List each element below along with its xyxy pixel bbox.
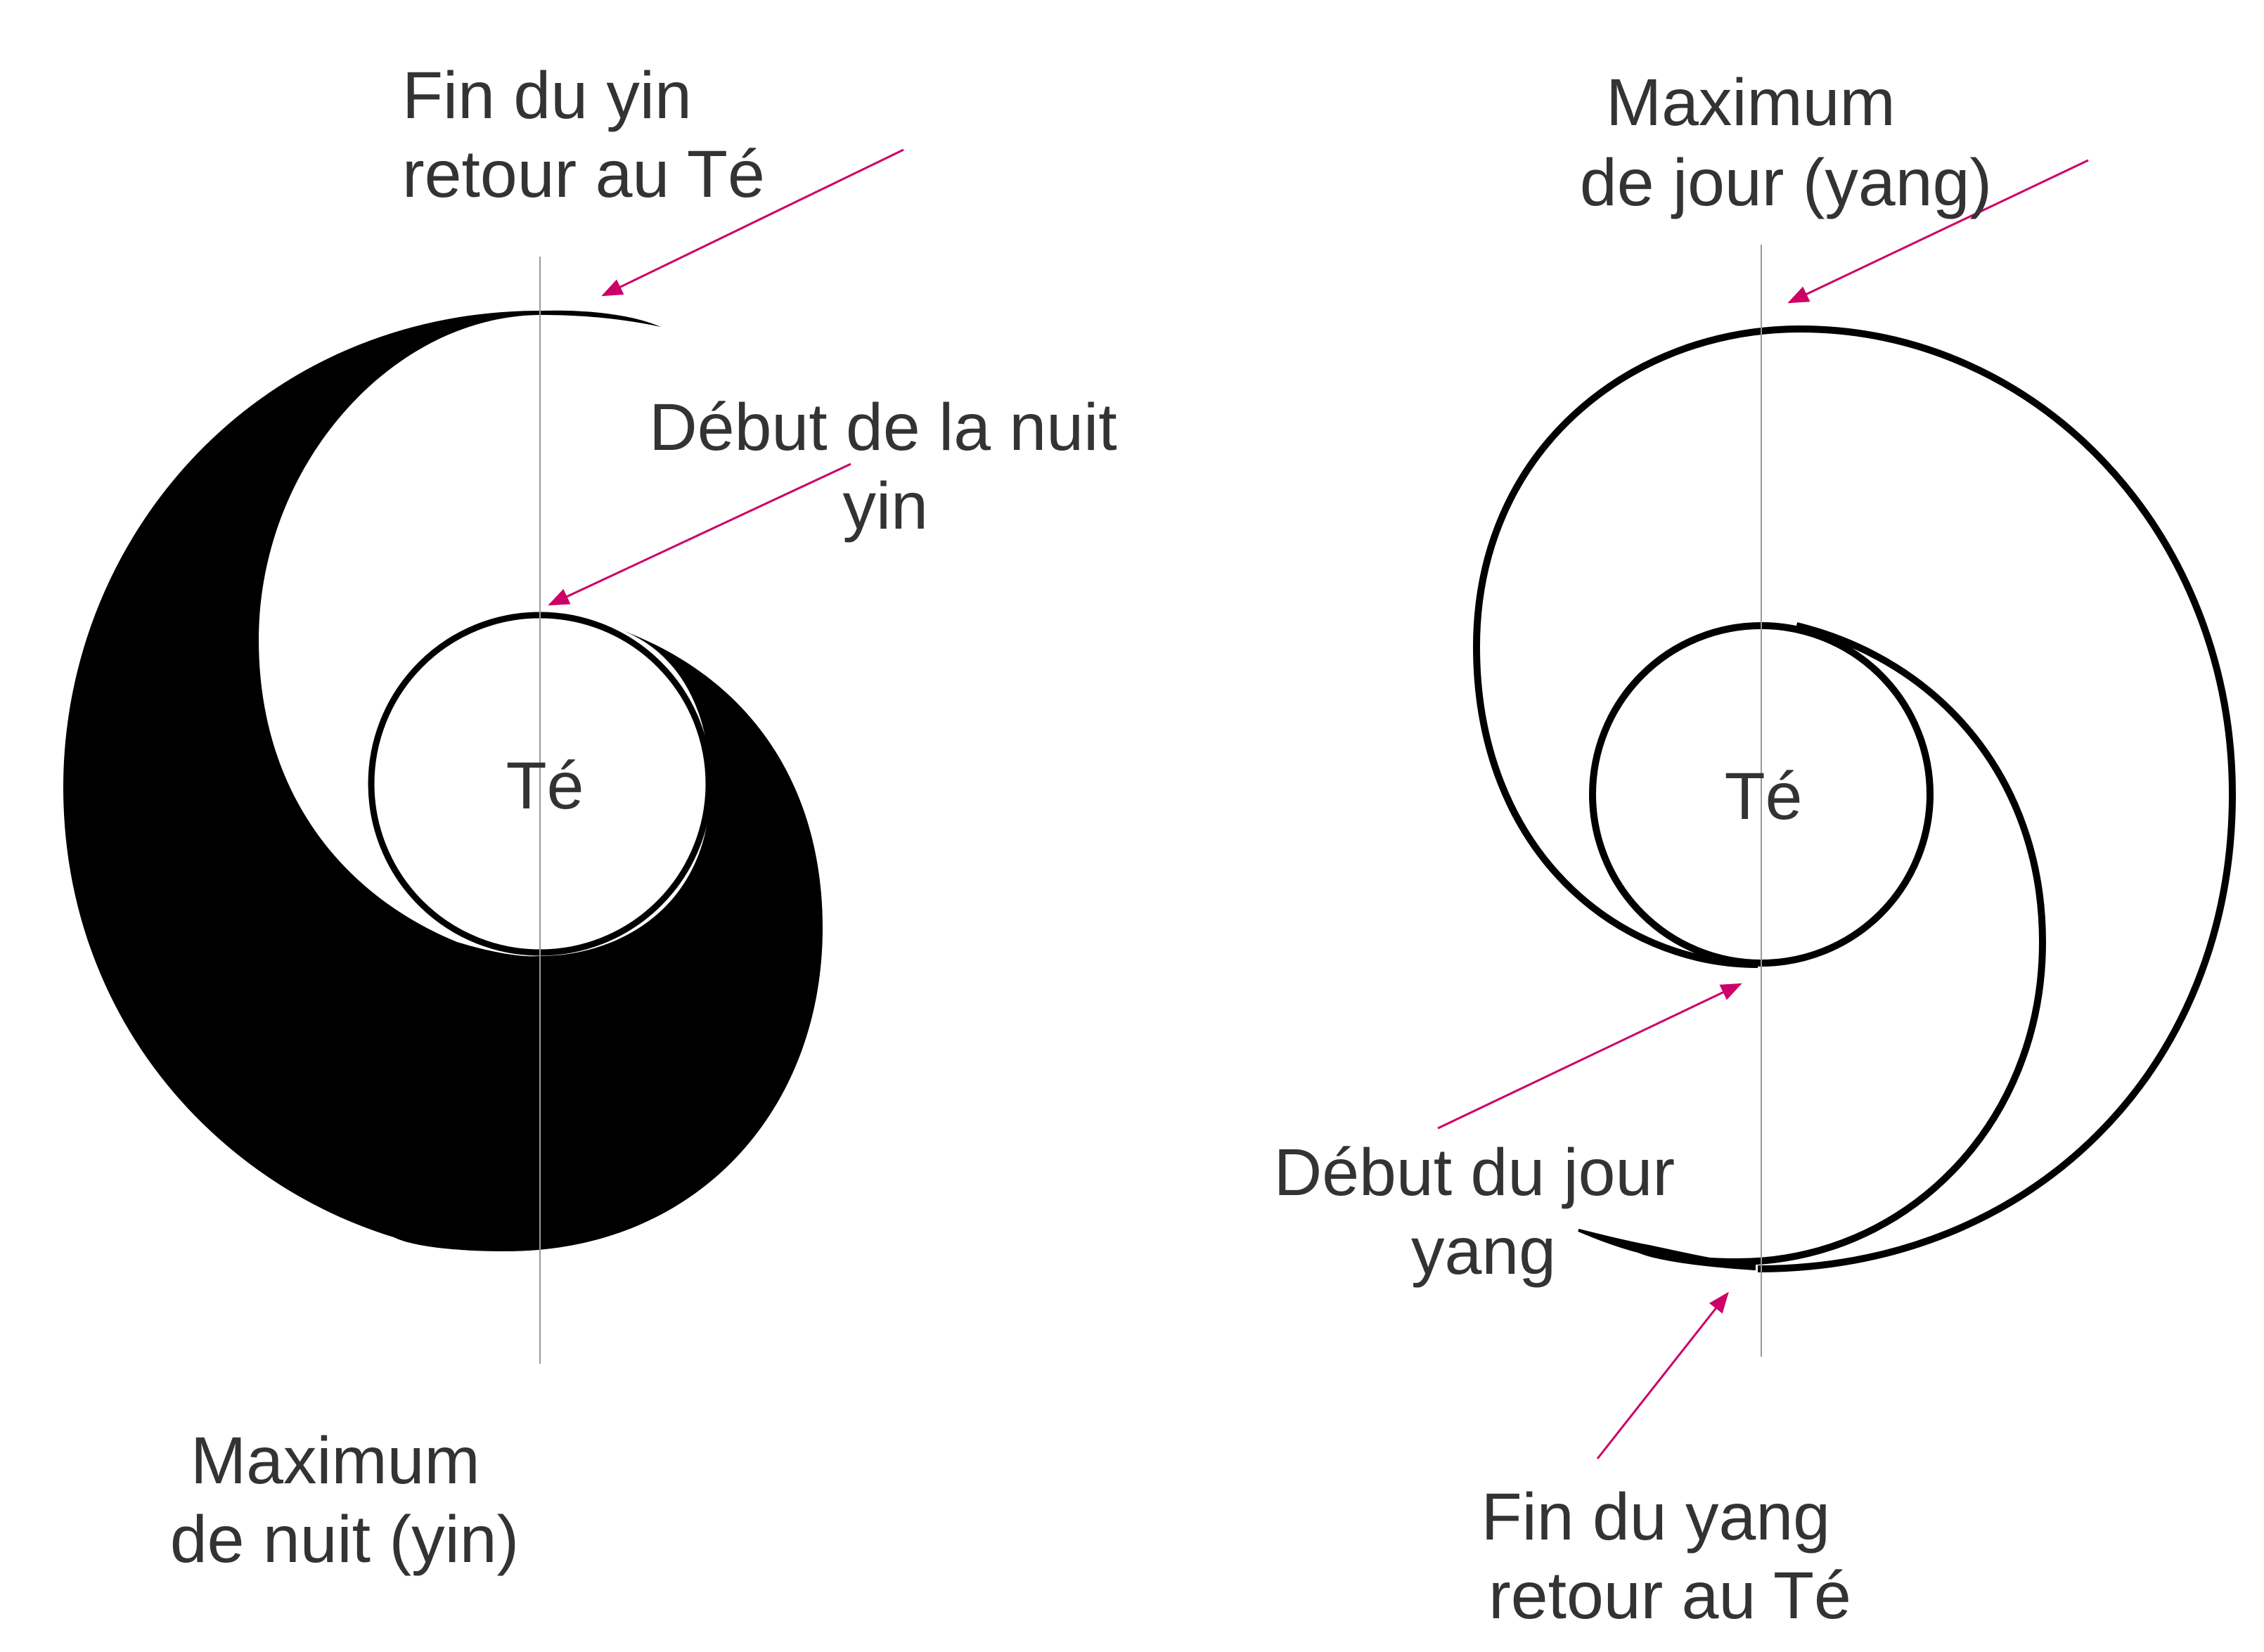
left-arrow-fin-du-yin (601, 148, 904, 297)
left-diagram: Té Fin du yin retour au Té Début de la n… (63, 58, 1136, 1577)
left-bottom-label: Maximum de nuit (yin) (170, 1424, 519, 1577)
left-top-label: Fin du yin retour au Té (402, 58, 765, 212)
left-top-label-line-1: Fin du yin (402, 58, 692, 133)
left-bottom-label-line-2: de nuit (yin) (170, 1502, 519, 1577)
right-top-label-line-1: Maximum (1606, 65, 1896, 140)
right-bottom-label-line-1: Fin du yang (1481, 1480, 1830, 1554)
right-bottom-label: Fin du yang retour au Té (1481, 1480, 1851, 1633)
left-inner-label-line-1: Début de la nuit (649, 390, 1117, 465)
yang-tail[interactable] (1578, 1229, 1756, 1271)
right-arrow-fin-du-yang (1596, 1291, 1729, 1459)
left-center-label: Té (506, 749, 584, 823)
right-top-label-line-2: de jour (yang) (1580, 146, 1992, 220)
right-diagram: Té Maximum de jour (yang) Début du jour … (1274, 65, 2237, 1633)
left-top-label-line-2: retour au Té (402, 137, 765, 212)
right-inner-label: Début du jour yang (1274, 1135, 1694, 1289)
left-inner-label: Début de la nuit yin (649, 390, 1136, 543)
right-inner-label-line-1: Début du jour (1274, 1135, 1675, 1210)
right-center-label: Té (1725, 759, 1803, 834)
right-arrow-maximum-jour (1787, 159, 2089, 304)
right-arrow-debut-jour (1437, 983, 1742, 1130)
left-arrow-debut-nuit (548, 463, 851, 606)
left-inner-label-line-2: yin (843, 469, 928, 543)
right-bottom-label-line-2: retour au Té (1488, 1559, 1851, 1633)
yang-outer-loop (1472, 325, 2237, 1272)
right-inner-label-line-2: yang (1411, 1214, 1556, 1289)
right-top-label: Maximum de jour (yang) (1580, 65, 1992, 220)
left-bottom-label-line-1: Maximum (191, 1424, 480, 1498)
